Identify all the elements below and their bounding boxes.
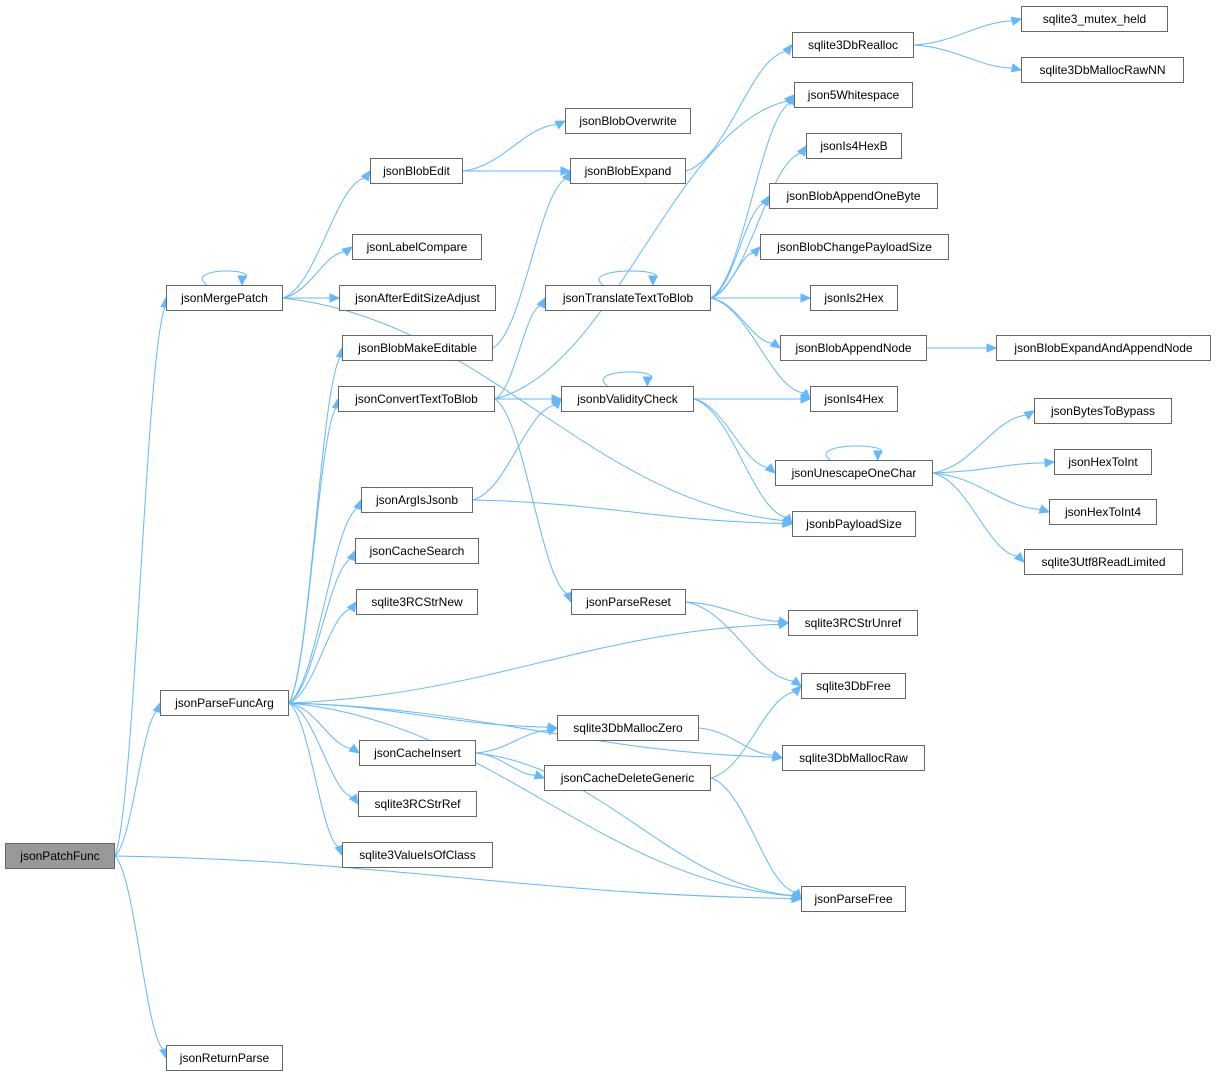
node-jsonHexToInt[interactable]: jsonHexToInt bbox=[1054, 449, 1152, 475]
node-sqlite3_mutex_held[interactable]: sqlite3_mutex_held bbox=[1021, 6, 1168, 32]
node-jsonbValidityCheck[interactable]: jsonbValidityCheck bbox=[561, 386, 694, 412]
node-sqlite3DbMallocRaw[interactable]: sqlite3DbMallocRaw bbox=[782, 745, 925, 771]
node-jsonAfterEditSizeAdjust[interactable]: jsonAfterEditSizeAdjust bbox=[339, 285, 496, 311]
edge-jsonMergePatch-to-jsonLabelCompare bbox=[282, 246, 353, 299]
edge-jsonMergePatch-to-jsonAfterEditSizeAdjust bbox=[282, 293, 341, 303]
node-jsonParseFree[interactable]: jsonParseFree bbox=[801, 886, 906, 912]
edge-jsonCacheInsert-to-jsonCacheDeleteGeneric bbox=[475, 752, 546, 780]
edge-sqlite3DbRealloc-to-sqlite3_mutex_held bbox=[913, 16, 1023, 46]
node-sqlite3DbFree[interactable]: sqlite3DbFree bbox=[801, 673, 906, 699]
edge-jsonParseFuncArg-to-jsonCacheInsert bbox=[288, 702, 361, 754]
edge-jsonParseFuncArg-to-jsonConvertTextToBlob bbox=[288, 397, 342, 704]
edge-jsonCacheInsert-to-sqlite3DbMallocZero bbox=[475, 726, 559, 754]
node-jsonBlobEdit[interactable]: jsonBlobEdit bbox=[370, 158, 463, 184]
edge-jsonParseReset-to-sqlite3RCStrUnref bbox=[685, 601, 790, 626]
edge-jsonPatchFunc-to-jsonParseFuncArg bbox=[114, 701, 162, 857]
node-sqlite3DbMallocRawNN[interactable]: sqlite3DbMallocRawNN bbox=[1021, 57, 1184, 83]
node-jsonBlobAppendNode[interactable]: jsonBlobAppendNode bbox=[780, 335, 927, 361]
edge-jsonTranslateTextToBlob-to-jsonBlobAppendNode bbox=[710, 297, 781, 349]
edge-jsonParseReset-to-sqlite3DbFree bbox=[685, 601, 802, 687]
node-jsonIs4Hex[interactable]: jsonIs4Hex bbox=[810, 386, 898, 412]
node-jsonBytesToBypass[interactable]: jsonBytesToBypass bbox=[1034, 398, 1172, 424]
edge-jsonParseFuncArg-to-sqlite3RCStrNew bbox=[288, 600, 357, 704]
node-jsonReturnParse[interactable]: jsonReturnParse bbox=[166, 1045, 283, 1071]
edge-jsonTranslateTextToBlob-to-jsonTranslateTextToBlob bbox=[598, 270, 658, 287]
node-jsonTranslateTextToBlob[interactable]: jsonTranslateTextToBlob bbox=[545, 285, 711, 311]
edge-jsonBlobExpand-to-sqlite3DbRealloc bbox=[685, 44, 793, 172]
node-jsonBlobAppendOneByte[interactable]: jsonBlobAppendOneByte bbox=[769, 183, 938, 209]
node-jsonParseReset[interactable]: jsonParseReset bbox=[571, 589, 686, 615]
edge-jsonbValidityCheck-to-jsonbValidityCheck bbox=[602, 371, 653, 388]
node-jsonUnescapeOneChar[interactable]: jsonUnescapeOneChar bbox=[775, 460, 933, 486]
edge-jsonbValidityCheck-to-jsonIs4Hex bbox=[693, 394, 812, 404]
edge-jsonUnescapeOneChar-to-sqlite3Utf8ReadLimited bbox=[932, 472, 1025, 563]
edge-jsonTranslateTextToBlob-to-jsonBlobChangePayloadSize bbox=[710, 246, 761, 299]
node-json5Whitespace[interactable]: json5Whitespace bbox=[794, 82, 913, 108]
node-jsonCacheDeleteGeneric[interactable]: jsonCacheDeleteGeneric bbox=[544, 765, 711, 791]
edge-jsonBlobAppendNode-to-jsonBlobExpandAndAppendNode bbox=[927, 343, 998, 353]
node-sqlite3DbRealloc[interactable]: sqlite3DbRealloc bbox=[792, 32, 914, 58]
node-jsonHexToInt4[interactable]: jsonHexToInt4 bbox=[1049, 499, 1157, 525]
edge-jsonParseFuncArg-to-sqlite3RCStrRef bbox=[288, 702, 359, 806]
edge-jsonParseFuncArg-to-jsonCacheSearch bbox=[288, 549, 356, 704]
edge-sqlite3DbMallocZero-to-sqlite3DbMallocRaw bbox=[698, 727, 784, 760]
node-jsonConvertTextToBlob[interactable]: jsonConvertTextToBlob bbox=[338, 386, 495, 412]
edge-jsonCacheDeleteGeneric-to-jsonParseFree bbox=[710, 777, 802, 900]
node-sqlite3RCStrRef[interactable]: sqlite3RCStrRef bbox=[358, 791, 477, 817]
edge-jsonBlobMakeEditable-to-jsonBlobExpand bbox=[492, 169, 571, 349]
node-jsonBlobExpandAndAppendNode[interactable]: jsonBlobExpandAndAppendNode bbox=[996, 335, 1211, 361]
edge-jsonbValidityCheck-to-jsonUnescapeOneChar bbox=[693, 398, 776, 474]
node-sqlite3Utf8ReadLimited[interactable]: sqlite3Utf8ReadLimited bbox=[1024, 549, 1183, 575]
edge-jsonTranslateTextToBlob-to-jsonIs2Hex bbox=[710, 293, 812, 303]
edge-jsonPatchFunc-to-jsonReturnParse bbox=[114, 855, 169, 1060]
edge-jsonParseFuncArg-to-sqlite3RCStrUnref bbox=[288, 619, 790, 704]
node-jsonBlobChangePayloadSize[interactable]: jsonBlobChangePayloadSize bbox=[760, 234, 949, 260]
node-sqlite3RCStrNew[interactable]: sqlite3RCStrNew bbox=[356, 589, 478, 615]
edge-jsonConvertTextToBlob-to-jsonTranslateTextToBlob bbox=[494, 296, 546, 400]
node-sqlite3ValueIsOfClass[interactable]: sqlite3ValueIsOfClass bbox=[342, 842, 493, 868]
edge-jsonArgIsJsonb-to-jsonbValidityCheck bbox=[472, 398, 562, 501]
node-jsonIs2Hex[interactable]: jsonIs2Hex bbox=[810, 285, 898, 311]
node-sqlite3DbMallocZero[interactable]: sqlite3DbMallocZero bbox=[557, 715, 699, 741]
node-jsonBlobExpand[interactable]: jsonBlobExpand bbox=[570, 158, 686, 184]
node-jsonbPayloadSize[interactable]: jsonbPayloadSize bbox=[792, 511, 916, 537]
node-jsonParseFuncArg[interactable]: jsonParseFuncArg bbox=[160, 690, 289, 716]
node-jsonLabelCompare[interactable]: jsonLabelCompare bbox=[352, 234, 482, 260]
edge-jsonBlobEdit-to-jsonBlobExpand bbox=[462, 166, 572, 176]
edge-jsonUnescapeOneChar-to-jsonHexToInt bbox=[932, 458, 1056, 474]
node-jsonMergePatch[interactable]: jsonMergePatch bbox=[166, 285, 283, 311]
edge-jsonMergePatch-to-jsonMergePatch bbox=[201, 270, 248, 287]
edge-jsonBlobEdit-to-jsonBlobOverwrite bbox=[462, 120, 567, 172]
edge-jsonConvertTextToBlob-to-json5Whitespace bbox=[494, 94, 795, 400]
edge-sqlite3DbRealloc-to-sqlite3DbMallocRawNN bbox=[913, 44, 1023, 73]
node-sqlite3RCStrUnref[interactable]: sqlite3RCStrUnref bbox=[788, 610, 918, 636]
node-jsonCacheSearch[interactable]: jsonCacheSearch bbox=[355, 538, 479, 564]
node-jsonArgIsJsonb[interactable]: jsonArgIsJsonb bbox=[361, 487, 473, 513]
edge-jsonUnescapeOneChar-to-jsonHexToInt4 bbox=[932, 472, 1051, 514]
edge-jsonParseFuncArg-to-sqlite3ValueIsOfClass bbox=[288, 702, 344, 857]
node-jsonBlobMakeEditable[interactable]: jsonBlobMakeEditable bbox=[342, 335, 493, 361]
edge-jsonArgIsJsonb-to-jsonbPayloadSize bbox=[472, 499, 794, 529]
edge-jsonConvertTextToBlob-to-jsonParseReset bbox=[494, 398, 573, 604]
node-jsonPatchFunc[interactable]: jsonPatchFunc bbox=[5, 843, 115, 869]
edge-jsonMergePatch-to-jsonBlobEdit bbox=[282, 169, 371, 299]
edge-jsonUnescapeOneChar-to-jsonBytesToBypass bbox=[932, 410, 1036, 474]
edge-jsonParseFuncArg-to-jsonArgIsJsonb bbox=[288, 498, 363, 704]
edge-jsonUnescapeOneChar-to-jsonUnescapeOneChar bbox=[826, 445, 883, 462]
edge-jsonTranslateTextToBlob-to-jsonBlobAppendOneByte bbox=[710, 194, 770, 299]
edge-jsonCacheDeleteGeneric-to-sqlite3DbFree bbox=[710, 685, 802, 779]
node-jsonIs4HexB[interactable]: jsonIs4HexB bbox=[806, 133, 902, 159]
edge-jsonParseFuncArg-to-sqlite3DbMallocZero bbox=[288, 702, 559, 732]
node-jsonBlobOverwrite[interactable]: jsonBlobOverwrite bbox=[565, 108, 691, 134]
edge-jsonPatchFunc-to-jsonMergePatch bbox=[114, 296, 170, 857]
edge-jsonTranslateTextToBlob-to-jsonIs4HexB bbox=[710, 144, 807, 299]
node-jsonCacheInsert[interactable]: jsonCacheInsert bbox=[359, 740, 476, 766]
